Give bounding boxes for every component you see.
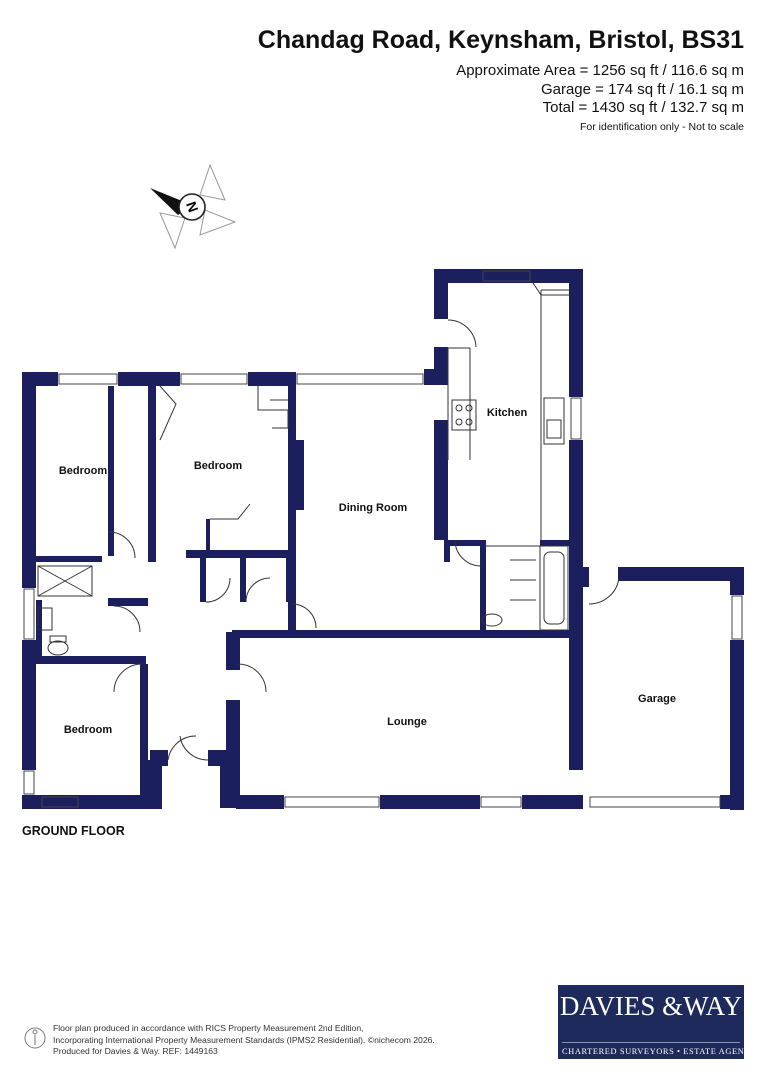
footer-line-1: Floor plan produced in accordance with R… (53, 1023, 364, 1033)
logo-tagline: CHARTERED SURVEYORS • ESTATE AGENTS (562, 1042, 755, 1056)
scale-note: For identification only - Not to scale (580, 121, 744, 133)
room-label-bedroom-bottom: Bedroom (63, 724, 113, 736)
footer-line-2: Incorporating International Property Mea… (53, 1034, 435, 1045)
disclaimer-icon (24, 1027, 46, 1049)
room-label-bedroom-left: Bedroom (58, 465, 108, 477)
fixtures (37, 282, 569, 656)
room-label-dining-room: Dining Room (338, 502, 408, 514)
room-label-bedroom-middle: Bedroom (193, 460, 243, 472)
room-label-garage: Garage (638, 693, 676, 705)
room-label-lounge: Lounge (387, 716, 427, 728)
windows (23, 270, 743, 808)
compass-icon (150, 163, 237, 250)
room-label-kitchen: Kitchen (486, 407, 528, 419)
property-title: Chandag Road, Keynsham, Bristol, BS31 (257, 26, 744, 54)
doors (108, 319, 620, 761)
approx-area: Approximate Area = 1256 sq ft / 116.6 sq… (456, 62, 744, 79)
agent-logo: DAVIES &WAY CHARTERED SURVEYORS • ESTATE… (558, 985, 755, 1059)
total-area: Total = 1430 sq ft / 132.7 sq m (542, 99, 744, 116)
garage-area: Garage = 174 sq ft / 16.1 sq m (540, 81, 744, 98)
walls (22, 269, 744, 810)
floor-label: GROUND FLOOR (22, 824, 125, 838)
footer-line-3: Produced for Davies & Way. REF: 1449163 (53, 1046, 218, 1056)
footer-disclaimer: Floor plan produced in accordance with R… (53, 1023, 435, 1058)
logo-name: DAVIES &WAY (559, 991, 743, 1021)
